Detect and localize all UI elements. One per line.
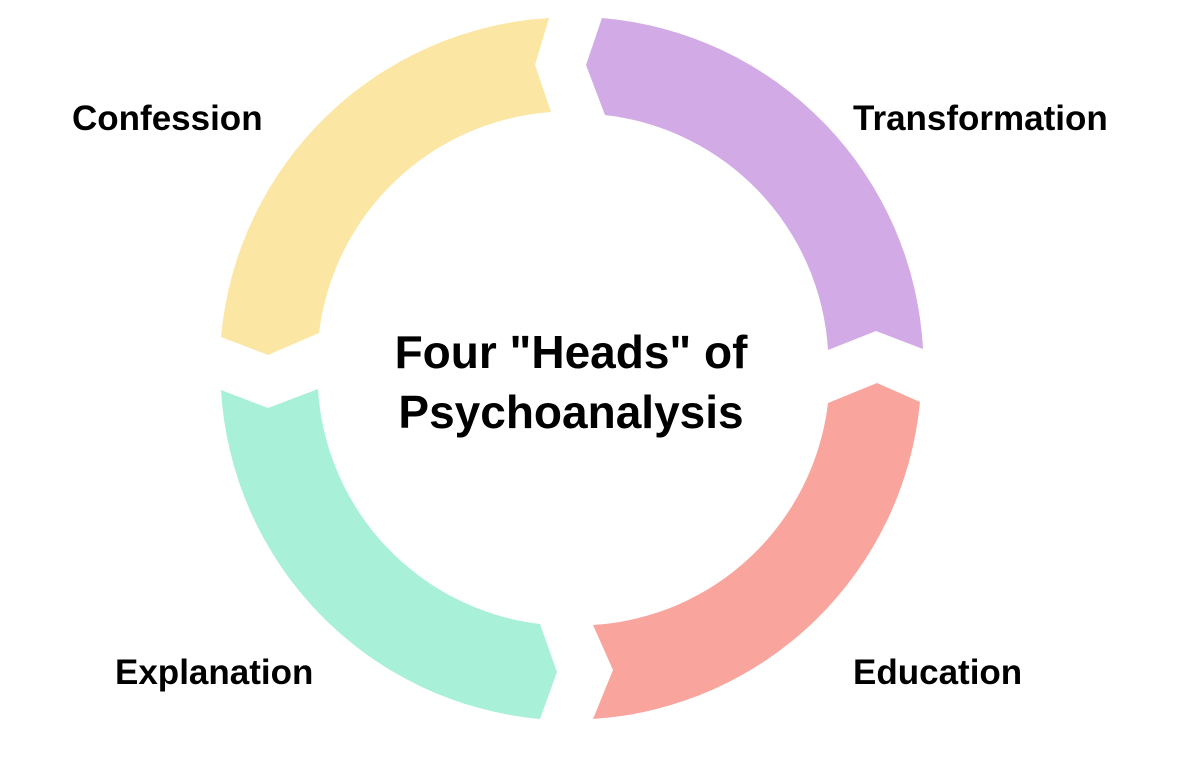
education-arrow-segment — [593, 383, 920, 719]
confession-label: Confession — [72, 99, 263, 138]
confession-arrow-segment — [221, 18, 551, 355]
transformation-label: Transformation — [853, 99, 1108, 138]
explanation-arrow-segment — [221, 389, 557, 719]
transformation-arrow-segment — [586, 18, 923, 350]
center-title-line-2: Psychoanalysis — [398, 386, 744, 438]
explanation-label: Explanation — [115, 653, 314, 692]
center-title: Four "Heads" of Psychoanalysis — [371, 322, 771, 442]
center-title-line-1: Four "Heads" of — [394, 326, 748, 378]
education-label: Education — [853, 653, 1023, 692]
